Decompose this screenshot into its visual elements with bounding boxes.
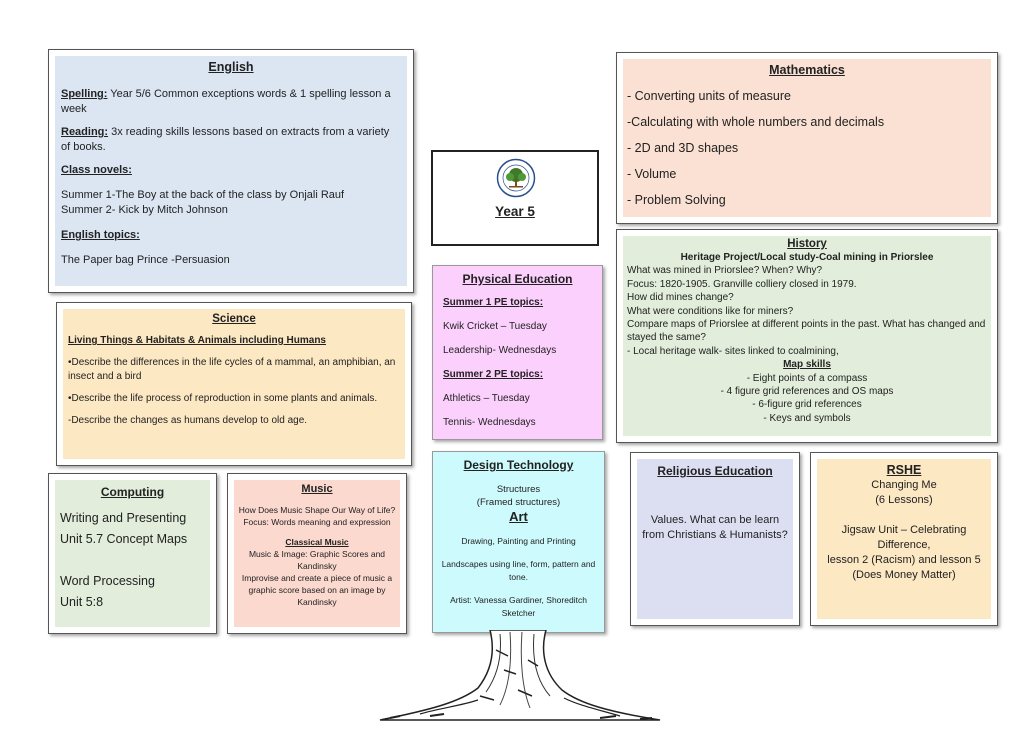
dt-line: Structures [496, 484, 541, 495]
map-skill: - 6-figure grid references [752, 399, 862, 411]
map-skill: - Eight points of a compass [746, 372, 868, 384]
pe-item: Kwik Cricket – Tuesday [443, 321, 547, 332]
music-line: Music & Image: Graphic Scores and Kandin… [248, 549, 386, 571]
english-spelling: Spelling: Year 5/6 Common exceptions wor… [61, 87, 401, 117]
pe-panel-bg: Physical Education Summer 1 PE topics: K… [433, 266, 602, 436]
year-title: Year 5 [495, 204, 535, 219]
history-line: - Local heritage walk- sites linked to c… [627, 345, 839, 357]
history-line: How did mines change? [627, 292, 734, 304]
rshe-line: Jigsaw Unit – Celebrating Difference, [841, 524, 967, 551]
reading-text: 3x reading skills lessons based on extra… [61, 126, 390, 153]
year-panel: Year 5 [431, 150, 599, 246]
computing-panel-bg: Computing Writing and Presenting Unit 5.… [55, 480, 210, 627]
rshe-panel-bg: RSHE Changing Me (6 Lessons) Jigsaw Unit… [817, 459, 991, 619]
history-line: Compare maps of Priorslee at different p… [627, 319, 986, 344]
maths-panel: Mathematics - Converting units of measur… [616, 52, 998, 224]
tree-trunk-illustration [360, 629, 680, 724]
map-skill: - Keys and symbols [763, 412, 851, 424]
re-title: Religious Education [657, 464, 773, 478]
science-subtitle: Living Things & Habitats & Animals inclu… [68, 335, 326, 346]
logo-icon [496, 158, 536, 198]
pe-item: Tennis- Wednesdays [443, 417, 536, 428]
english-topic-1: The Paper bag Prince -Persuasion [61, 254, 230, 266]
novel-2: Summer 2- Kick by Mitch Johnson [61, 204, 228, 216]
computing-title: Computing [100, 485, 165, 499]
school-logo [496, 158, 536, 198]
english-title: English [208, 60, 254, 74]
pe-title: Physical Education [462, 272, 573, 286]
history-line: Focus: 1820-1905. Granville colliery clo… [627, 278, 857, 290]
science-item: •Describe the life process of reproducti… [68, 393, 378, 404]
maths-item: - Volume [627, 167, 677, 181]
pe-panel: Physical Education Summer 1 PE topics: K… [432, 265, 603, 440]
pe-item: Athletics – Tuesday [443, 393, 530, 404]
english-panel: English Spelling: Year 5/6 Common except… [48, 49, 414, 293]
maths-item: -Calculating with whole numbers and deci… [627, 115, 885, 129]
music-title: Music [301, 483, 333, 495]
english-reading: Reading: 3x reading skills lessons based… [61, 125, 401, 155]
tree-trunk-icon [379, 629, 661, 721]
maths-title: Mathematics [769, 63, 845, 77]
music-line: Improvise and create a piece of music a … [241, 573, 393, 607]
pe-summer2-label: Summer 2 PE topics: [443, 369, 544, 380]
reading-label: Reading: [61, 126, 109, 138]
map-skill: - 4 figure grid references and OS maps [720, 386, 894, 398]
art-title: Art [509, 509, 528, 524]
computing-panel: Computing Writing and Presenting Unit 5.… [48, 473, 217, 634]
art-line: Artist: Vanessa Gardiner, Shoreditch Ske… [450, 595, 587, 618]
map-skills-title: Map skills [783, 359, 831, 371]
science-item: •Describe the differences in the life cy… [68, 357, 396, 382]
spelling-label: Spelling: [61, 88, 108, 100]
rshe-line: lesson 2 (Racism) and lesson 5 (Does Mon… [827, 554, 981, 581]
art-line: Landscapes using line, form, pattern and… [441, 559, 596, 582]
dt-line: (Framed structures) [476, 497, 561, 508]
music-line: How Does Music Shape Our Way of Life? [238, 505, 396, 515]
music-line: Focus: Words meaning and expression [243, 517, 391, 527]
history-panel-bg: History Heritage Project/Local study-Coa… [623, 236, 991, 436]
computing-line: Unit 5.7 Concept Maps [60, 532, 188, 546]
dt-panel: Design Technology Structures (Framed str… [432, 451, 605, 633]
re-panel-bg: Religious Education Values. What can be … [637, 459, 793, 619]
history-subtitle: Heritage Project/Local study-Coal mining… [680, 252, 934, 263]
dt-title: Design Technology [463, 458, 574, 472]
rshe-line: Changing Me [871, 479, 937, 491]
science-title: Science [212, 313, 256, 325]
rshe-line: (6 Lessons) [875, 494, 933, 506]
music-panel: Music How Does Music Shape Our Way of Li… [227, 473, 407, 634]
music-classical-label: Classical Music [285, 537, 349, 547]
science-item: -Describe the changes as humans develop … [68, 415, 308, 426]
pe-item: Leadership- Wednesdays [443, 345, 557, 356]
english-panel-bg: English Spelling: Year 5/6 Common except… [55, 56, 407, 286]
spelling-text: Year 5/6 Common exceptions words & 1 spe… [61, 88, 391, 115]
rshe-panel: RSHE Changing Me (6 Lessons) Jigsaw Unit… [810, 452, 998, 626]
english-topics-label: English topics: [61, 229, 140, 241]
computing-line: Writing and Presenting [60, 511, 187, 525]
maths-item: - 2D and 3D shapes [627, 141, 739, 155]
dt-panel-bg: Design Technology Structures (Framed str… [433, 452, 604, 626]
music-panel-bg: Music How Does Music Shape Our Way of Li… [234, 480, 400, 627]
novel-1: Summer 1-The Boy at the back of the clas… [61, 189, 345, 201]
computing-line: Word Processing [60, 574, 155, 588]
science-panel: Science Living Things & Habitats & Anima… [56, 302, 412, 466]
history-title: History [787, 238, 827, 250]
computing-line: Unit 5:8 [60, 595, 104, 609]
history-line: What was mined in Priorslee? When? Why? [627, 265, 823, 277]
maths-item: - Converting units of measure [627, 89, 791, 103]
maths-item: - Problem Solving [627, 193, 726, 207]
re-panel: Religious Education Values. What can be … [630, 452, 800, 626]
novels-label: Class novels: [61, 164, 132, 176]
pe-summer1-label: Summer 1 PE topics: [443, 297, 544, 308]
rshe-title: RSHE [886, 463, 922, 477]
history-panel: History Heritage Project/Local study-Coa… [616, 229, 998, 443]
science-panel-bg: Science Living Things & Habitats & Anima… [63, 309, 405, 459]
maths-panel-bg: Mathematics - Converting units of measur… [623, 59, 991, 217]
history-line: What were conditions like for miners? [627, 305, 794, 317]
re-text: Values. What can be learn from Christian… [642, 514, 788, 541]
art-line: Drawing, Painting and Printing [461, 536, 576, 546]
